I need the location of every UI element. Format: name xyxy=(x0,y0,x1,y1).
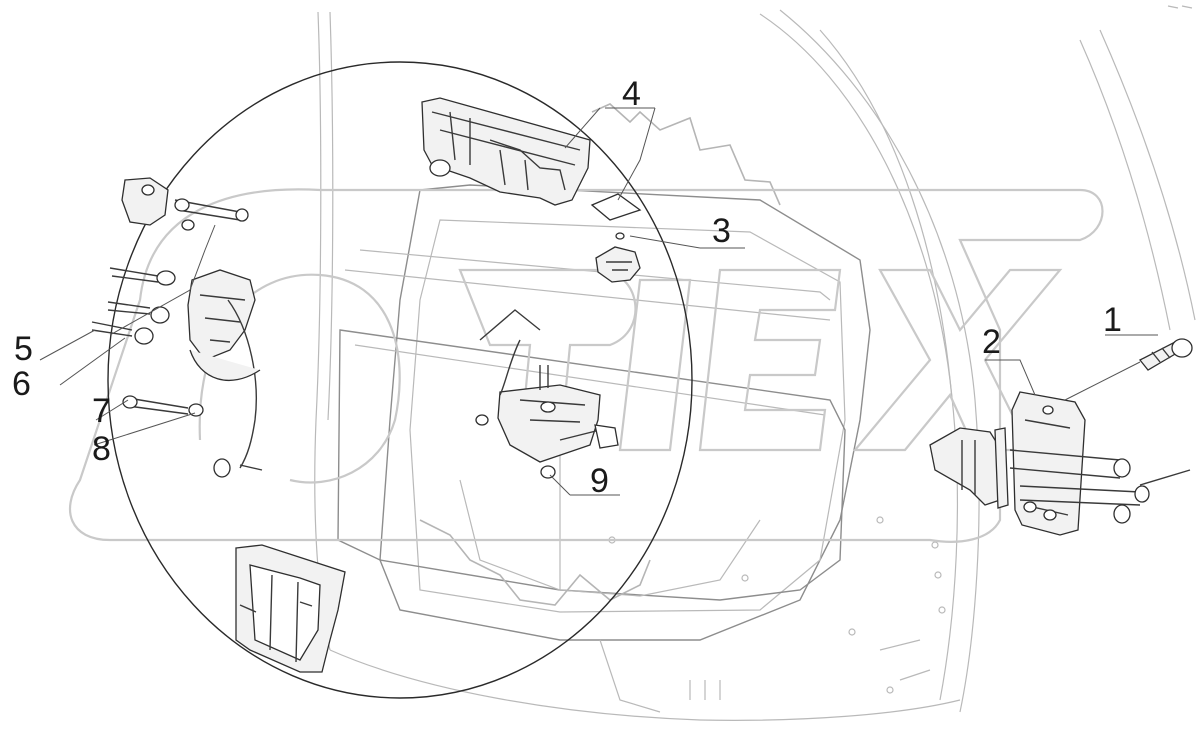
callout-1: 1 xyxy=(1103,301,1122,339)
callout-3: 3 xyxy=(712,212,731,250)
callout-6: 6 xyxy=(12,365,31,403)
callout-8: 8 xyxy=(92,430,111,468)
latch-detail-parts xyxy=(91,177,263,478)
callout-7: 7 xyxy=(92,392,111,430)
callout-5: 5 xyxy=(14,330,33,368)
callout-9: 9 xyxy=(590,462,609,500)
hinge-bolt xyxy=(1138,338,1193,371)
leader-lines xyxy=(39,107,1158,496)
outside-handle-assembly xyxy=(421,97,642,221)
callout-2: 2 xyxy=(982,323,1001,361)
door-hinge xyxy=(929,391,1191,536)
lock-cylinder xyxy=(595,232,641,283)
door-lock-mechanism xyxy=(475,309,619,479)
door-check-bracket xyxy=(235,544,346,673)
detail-magnifier-circle xyxy=(107,61,693,699)
corner-mark xyxy=(1167,5,1193,9)
callout-4: 4 xyxy=(622,75,641,113)
callout-labels: 1 2 3 4 5 6 7 8 9 xyxy=(12,75,1122,500)
